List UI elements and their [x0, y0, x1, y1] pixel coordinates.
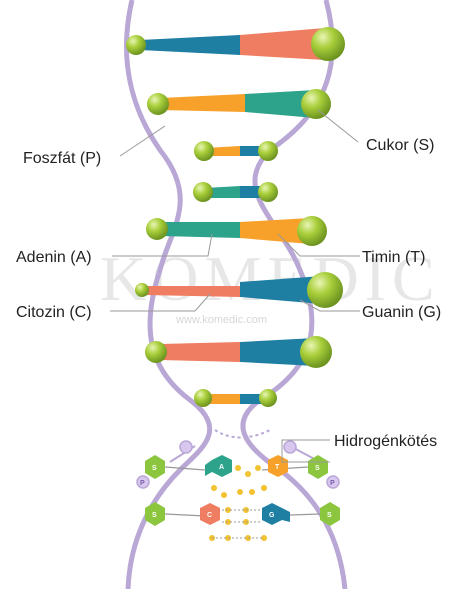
- label-thymine: Timin (T): [362, 249, 425, 266]
- base-pair-3: [194, 141, 278, 161]
- sugar-sphere: [297, 216, 327, 246]
- adenine-letter: A: [219, 464, 224, 471]
- label-guanine: Guanin (G): [362, 304, 441, 321]
- base-pair-7: [145, 336, 332, 368]
- sugar-sphere: [145, 341, 167, 363]
- sugar-sphere: [193, 182, 213, 202]
- label-sugar: Cukor (S): [366, 137, 434, 154]
- sugar-letter: S: [152, 465, 157, 472]
- guanine-letter: G: [269, 512, 275, 519]
- phosphate-sphere: [126, 35, 146, 55]
- phosphate-letter: P: [330, 480, 335, 487]
- cytosine-structure: C: [200, 503, 220, 525]
- label-hydrogen-bonds: Hidrogénkötés: [334, 433, 437, 450]
- sugar-sphere: [307, 272, 343, 308]
- sugar-letter: S: [315, 465, 320, 472]
- sugar-sphere: [311, 27, 345, 61]
- phosphate-sphere: [147, 93, 169, 115]
- thymine-letter: T: [275, 464, 280, 471]
- base-pairs: [126, 27, 345, 407]
- base-pair-5: [146, 216, 327, 246]
- adenine-structure: A: [205, 455, 232, 477]
- phosphate-node: [284, 441, 296, 453]
- phosphate-node: [180, 441, 192, 453]
- phosphate-letter: P: [140, 480, 145, 487]
- guanine-structure: G: [262, 503, 290, 525]
- watermark-url: www.komedic.com: [175, 314, 267, 326]
- label-cytosine: Citozin (C): [16, 304, 92, 321]
- hydrogen-bond-dots: [209, 465, 267, 541]
- sugar-sphere: [259, 389, 277, 407]
- sugar-sphere: [301, 89, 331, 119]
- label-adenine: Adenin (A): [16, 249, 92, 266]
- sugar-letter: S: [152, 512, 157, 519]
- sugar-sphere: [258, 141, 278, 161]
- base-pair-8: [194, 389, 277, 407]
- label-phosphate: Foszfát (P): [23, 150, 101, 167]
- sugar-sphere: [135, 283, 149, 297]
- base-pair-2: [147, 89, 331, 119]
- base-pair-1: [126, 27, 345, 61]
- sugar-sphere: [300, 336, 332, 368]
- sugar-letter: S: [327, 512, 332, 519]
- sugar-sphere: [194, 389, 212, 407]
- base-pair-4: [193, 182, 278, 202]
- sugar-sphere: [146, 218, 168, 240]
- cytosine-letter: C: [207, 512, 212, 519]
- sugar-sphere: [194, 141, 214, 161]
- sugar-sphere: [258, 182, 278, 202]
